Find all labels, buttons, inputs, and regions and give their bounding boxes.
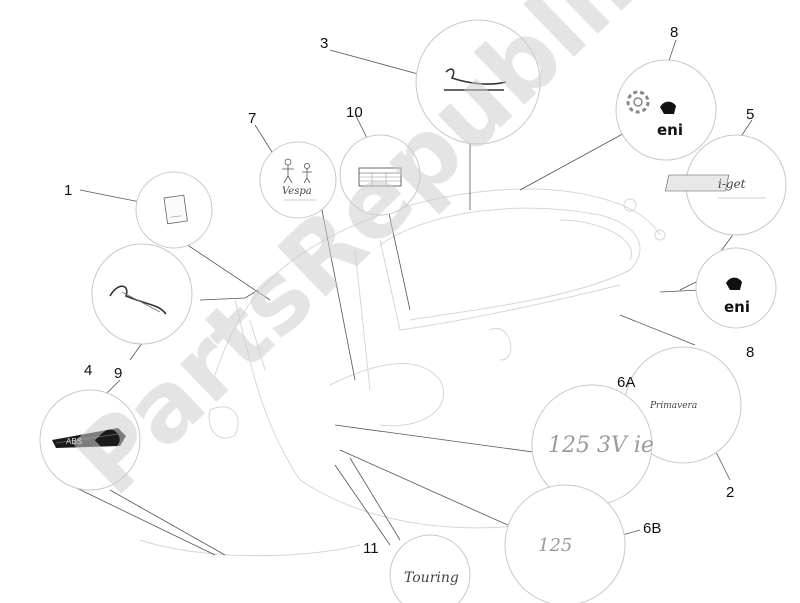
callout-2: 2 xyxy=(726,484,734,501)
vespa-text-7: Vespa xyxy=(282,186,312,197)
callout-1: 1 xyxy=(64,182,72,199)
callout-6b: 6B xyxy=(643,520,661,537)
iget-logo-icon: i-get xyxy=(665,174,766,199)
abs-text: ABS xyxy=(66,437,82,446)
vespa-stripe-logo-icon xyxy=(444,68,507,91)
vespa-logo-icon xyxy=(109,285,167,315)
callout-8-bottom: 8 xyxy=(746,344,754,361)
decal-circle-4 xyxy=(91,243,193,345)
callout-7: 7 xyxy=(248,110,256,127)
callout-8-top: 8 xyxy=(670,24,678,41)
cartoon-figures-icon: Vespa xyxy=(282,158,316,201)
decal-circle-3 xyxy=(415,19,541,145)
eni-dog-icon xyxy=(660,101,676,114)
primavera-text: Primavera xyxy=(649,401,697,411)
callout-11: 11 xyxy=(363,540,379,557)
callout-9: 9 xyxy=(114,365,122,382)
eni-text-top: eni xyxy=(657,121,683,139)
model-6b-text: 125 xyxy=(538,535,572,556)
touring-text: Touring xyxy=(404,570,459,586)
eni-text-bottom: eni xyxy=(724,298,750,316)
decal-circle-11 xyxy=(389,534,471,603)
callout-6a: 6A xyxy=(617,374,635,391)
callout-3: 3 xyxy=(320,35,328,52)
callout-4: 4 xyxy=(84,362,92,379)
gear-icon xyxy=(626,90,650,114)
callout-5: 5 xyxy=(746,106,754,123)
decal-contents: Vespa eni i-get xyxy=(52,68,766,586)
decal-circle-6b xyxy=(504,484,626,603)
decal-circle-7 xyxy=(259,141,337,219)
abs-badge-icon xyxy=(52,428,126,448)
scooter-outline xyxy=(139,188,666,557)
eni-dog-icon-bottom xyxy=(726,277,742,290)
model-6a-text: 125 3V ie xyxy=(548,433,654,458)
info-table-icon xyxy=(358,167,402,187)
callout-10: 10 xyxy=(346,104,363,121)
decal-circles xyxy=(39,19,787,603)
iget-text: i-get xyxy=(718,177,746,191)
callout-numbers: 1 2 3 4 5 6A 6B 7 8 8 9 10 11 xyxy=(64,24,754,557)
sticker-icon xyxy=(163,194,188,225)
